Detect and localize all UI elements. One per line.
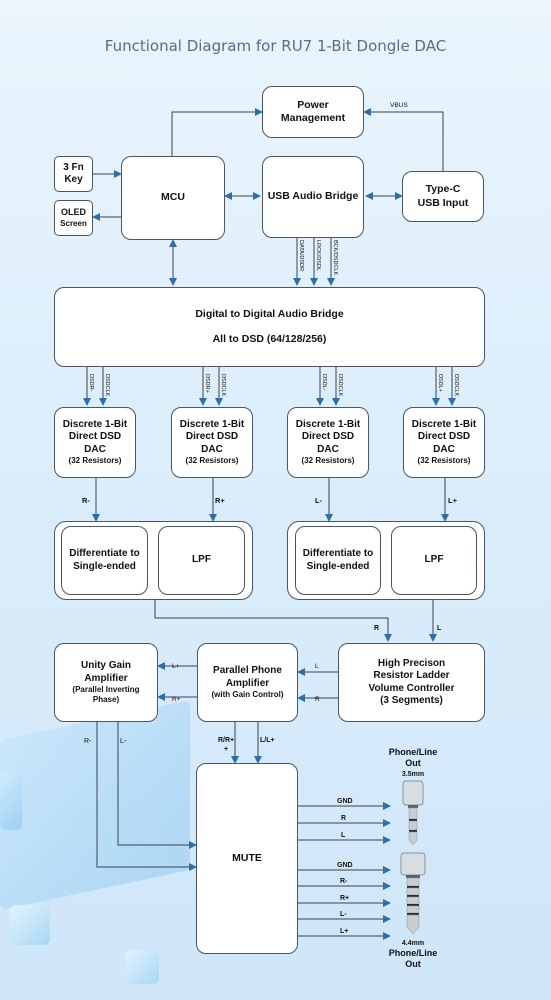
label-out44-3: L-	[340, 911, 347, 918]
type-c-input-block: Type-C USB Input	[402, 171, 484, 222]
label-out35-2: L	[341, 832, 346, 839]
cube-decoration-2	[125, 950, 159, 984]
page-title: Functional Diagram for RU7 1-Bit Dongle …	[104, 37, 447, 55]
label-lpf-out-0: R	[374, 625, 379, 632]
label-par-unity-1: R+	[172, 696, 181, 703]
label-out44-1: R-	[340, 878, 348, 885]
jack44-caption-1: 4.4mm	[402, 940, 424, 947]
dac-block-l-minus: Discrete 1-Bit Direct DSD DAC (32 Resist…	[287, 407, 369, 478]
label-dac3-in-1: DSDCLK	[337, 374, 343, 397]
label-dac-out-0: R-	[82, 496, 90, 505]
fn-key-block: 3 Fn Key	[54, 156, 93, 192]
label-vol-par-1: R	[315, 696, 320, 703]
label-lpf-out-1: L	[437, 625, 442, 632]
label-dac-out-3: L+	[448, 496, 458, 505]
jack35-caption-2: Out	[405, 758, 421, 768]
label-dac4-in-1: DSDCLK	[453, 374, 459, 397]
jack35-caption-1: Phone/Line	[389, 747, 438, 757]
digital-audio-bridge-block: Digital to Digital Audio Bridge All to D…	[54, 287, 485, 367]
label-out35-0: GND	[337, 798, 353, 805]
label-dac1-in-1: DSDCLK	[104, 374, 110, 397]
cube-decoration-3	[0, 770, 22, 830]
label-dac1-in-0: DSDR-	[88, 374, 94, 392]
label-vol-par-0: L	[315, 663, 319, 670]
dac-block-r-plus: Discrete 1-Bit Direct DSD DAC (32 Resist…	[171, 407, 253, 478]
label-par-unity-0: L+	[172, 663, 180, 670]
jack-3-5mm-icon	[402, 780, 424, 846]
oled-screen-block: OLED Screen	[54, 200, 93, 236]
label-unity-out-0: R-	[84, 738, 92, 745]
diff-single-ended-right: Differentiate to Single-ended	[61, 526, 148, 595]
label-par-out-0: R/R+	[218, 737, 234, 744]
label-dac4-in-0: DSDL+	[437, 374, 443, 392]
usb-audio-bridge-block: USB Audio Bridge	[262, 156, 364, 238]
mcu-block: MCU	[121, 156, 225, 240]
link-r-volume	[154, 600, 392, 642]
volume-controller-block: High Precison Resistor Ladder Volume Con…	[338, 643, 485, 722]
link-typec-power	[363, 108, 444, 171]
label-usb-bus-1: LRCK/DSDL	[315, 240, 321, 271]
mute-block: MUTE	[196, 763, 298, 954]
cube-decoration	[10, 905, 50, 945]
diff-single-ended-left: Differentiate to Single-ended	[295, 526, 381, 595]
label-dac-out-1: R+	[215, 496, 225, 505]
jack44-caption-2: Phone/Line	[389, 948, 438, 958]
label-out35-1: R	[341, 815, 346, 822]
dac-block-l-plus: Discrete 1-Bit Direct DSD DAC (32 Resist…	[403, 407, 485, 478]
lpf-right: LPF	[158, 526, 245, 595]
label-out44-4: L+	[340, 928, 348, 935]
label-dac3-in-0: DSDL-	[321, 374, 327, 391]
label-out44-0: GND	[337, 862, 353, 869]
label-usb-bus-2: BCK/DSDCLK	[332, 240, 338, 275]
label-usb-bus-0: DATA/DSDR	[298, 240, 304, 271]
lpf-left: LPF	[391, 526, 477, 595]
label-dac2-in-0: DSDR+	[204, 374, 210, 393]
unity-gain-amplifier-block: Unity Gain Amplifier (Parallel Inverting…	[54, 643, 158, 722]
label-vbus: VBUS	[390, 102, 408, 109]
parallel-phone-amplifier-block: Parallel Phone Amplifier (with Gain Cont…	[197, 643, 298, 722]
link-mcu-power	[171, 108, 263, 156]
label-out44-2: R+	[340, 895, 349, 902]
power-management-block: Power Management	[262, 86, 364, 138]
jack44-caption-3: Out	[405, 959, 421, 969]
label-par-out-plus: +	[224, 746, 228, 753]
dac-block-r-minus: Discrete 1-Bit Direct DSD DAC (32 Resist…	[54, 407, 136, 478]
label-dac-out-2: L-	[315, 496, 323, 505]
label-unity-out-1: L-	[120, 738, 127, 745]
jack35-caption-3: 3.5mm	[402, 771, 424, 778]
label-dac2-in-1: DSDCLK	[220, 374, 226, 397]
jack-4-4mm-icon	[400, 852, 426, 935]
label-par-out-1: L/L+	[260, 737, 275, 744]
